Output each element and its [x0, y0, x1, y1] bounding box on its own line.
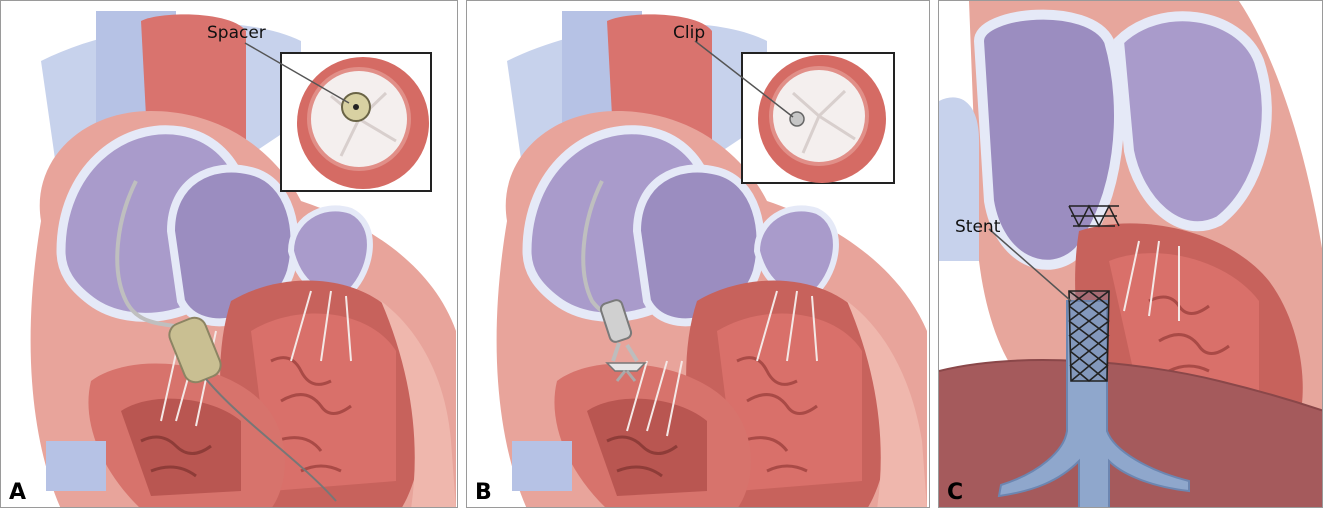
stent-label: Stent	[955, 217, 1000, 237]
stent-mesh-icon	[1069, 291, 1109, 381]
inset-valve-top-view-b	[758, 55, 886, 183]
heart-illustration-b	[467, 1, 930, 508]
inset-valve-top-view-a	[297, 57, 429, 189]
panel-letter-c: C	[947, 480, 963, 505]
heart-illustration-a	[1, 1, 458, 508]
panel-c: Stent C	[938, 0, 1323, 508]
panel-b: Clip B	[466, 0, 930, 508]
spacer-label: Spacer	[207, 23, 266, 43]
heart-illustration-c	[939, 1, 1323, 508]
clip-label: Clip	[673, 23, 705, 43]
panel-letter-b: B	[475, 480, 492, 505]
panel-letter-a: A	[9, 480, 26, 505]
panel-a: Spacer A	[0, 0, 458, 508]
